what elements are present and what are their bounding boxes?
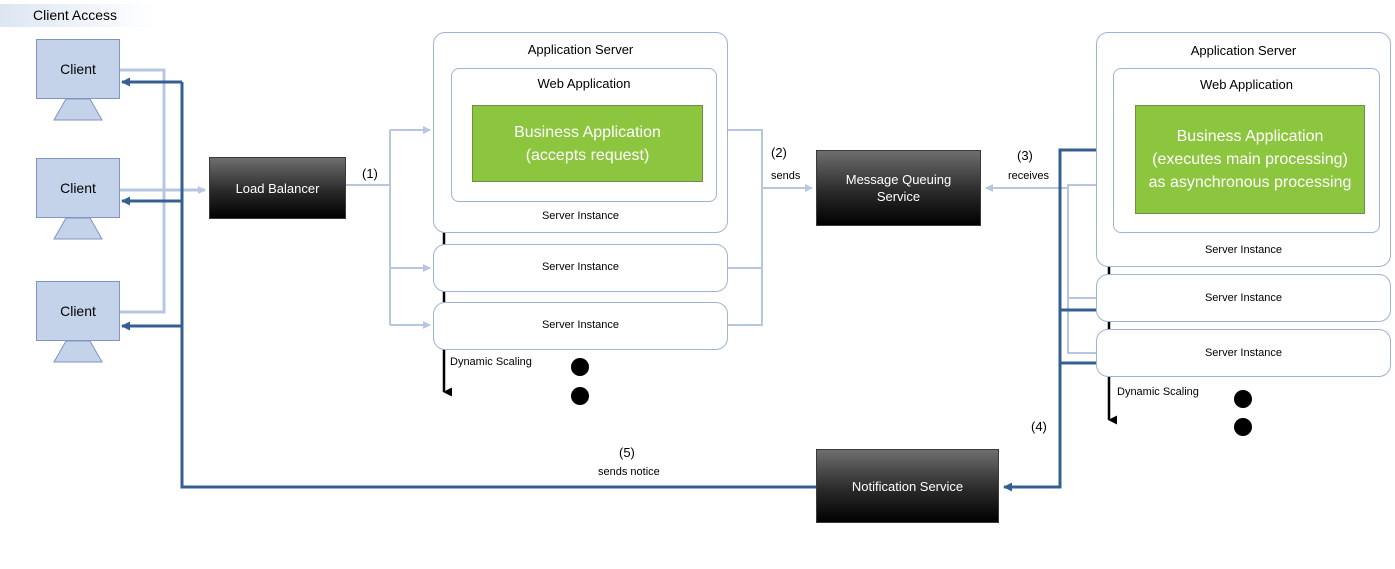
ellipsis-dot-icon	[1234, 418, 1252, 436]
notification-service-label: Notification Service	[851, 478, 964, 494]
right-business-app-line3: as asynchronous processing	[1148, 174, 1352, 191]
ellipsis-dot-icon	[571, 358, 589, 376]
step-4-label: (4)	[1031, 419, 1047, 434]
left-server-instance-label-2: Server Instance	[541, 261, 620, 273]
receives-lines	[985, 184, 1096, 354]
ellipsis-dot-icon	[571, 387, 589, 405]
right-business-app-line1: Business Application	[1176, 128, 1324, 145]
right-business-application: Business Application (executes main proc…	[1135, 105, 1365, 214]
client-access-label: Client Access	[0, 4, 153, 27]
left-business-application: Business Application (accepts request)	[472, 105, 703, 182]
step-2-text: sends	[771, 170, 801, 182]
left-dynamic-scaling-label: Dynamic Scaling	[450, 356, 532, 368]
notification-service: Notification Service	[816, 449, 999, 523]
right-app-server-title: Application Server	[1190, 43, 1297, 58]
step-1-label: (1)	[362, 166, 378, 181]
step-3-text: receives	[1008, 170, 1049, 182]
left-server-instance-3	[433, 302, 728, 350]
client-2: Client	[36, 158, 120, 240]
left-server-instance-label-1: Server Instance	[541, 210, 620, 222]
right-dynamic-scaling-label: Dynamic Scaling	[1117, 386, 1199, 398]
client-1: Client	[36, 39, 120, 121]
client-monitor: Client	[36, 281, 120, 341]
mq-line2: Service	[876, 189, 921, 204]
right-server-instance-label-1: Server Instance	[1204, 244, 1283, 256]
mq-line1: Message Queuing	[845, 172, 952, 187]
monitor-stand-icon	[53, 341, 103, 363]
right-server-instance-label-2: Server Instance	[1204, 292, 1283, 304]
monitor-stand-icon	[53, 99, 103, 121]
ellipsis-dot-icon	[1234, 390, 1252, 408]
dynamic-scaling-arrows	[436, 203, 1117, 425]
step-2-label: (2)	[771, 145, 787, 160]
sends-lines	[727, 129, 813, 326]
load-balancer: Load Balancer	[209, 157, 346, 219]
left-business-app-line2: (accepts request)	[525, 146, 650, 164]
lb-distribution-lines	[346, 126, 431, 329]
right-business-app-line2: (executes main processing)	[1152, 151, 1348, 168]
notify-lines	[1003, 148, 1096, 492]
client-3: Client	[36, 281, 120, 363]
right-server-instance-3	[1096, 329, 1391, 377]
left-web-app-title: Web Application	[537, 76, 631, 91]
right-server-instance-2	[1096, 274, 1391, 322]
right-server-instance-label-3: Server Instance	[1204, 347, 1283, 359]
monitor-stand-icon	[53, 218, 103, 240]
left-server-instance-2	[433, 244, 728, 292]
step-5-label: (5)	[619, 445, 635, 460]
client-monitor: Client	[36, 158, 120, 218]
message-queuing-service: Message Queuing Service	[816, 150, 981, 226]
notice-lines	[121, 77, 816, 489]
right-web-app-title: Web Application	[1200, 77, 1293, 92]
client-request-lines	[119, 68, 206, 314]
step-3-label: (3)	[1017, 148, 1033, 163]
left-server-instance-label-3: Server Instance	[541, 319, 620, 331]
load-balancer-label: Load Balancer	[235, 180, 320, 196]
step-5-text: sends notice	[598, 466, 660, 478]
left-business-app-line1: Business Application	[514, 123, 661, 141]
client-monitor: Client	[36, 39, 120, 99]
left-app-server-title: Application Server	[527, 42, 634, 57]
